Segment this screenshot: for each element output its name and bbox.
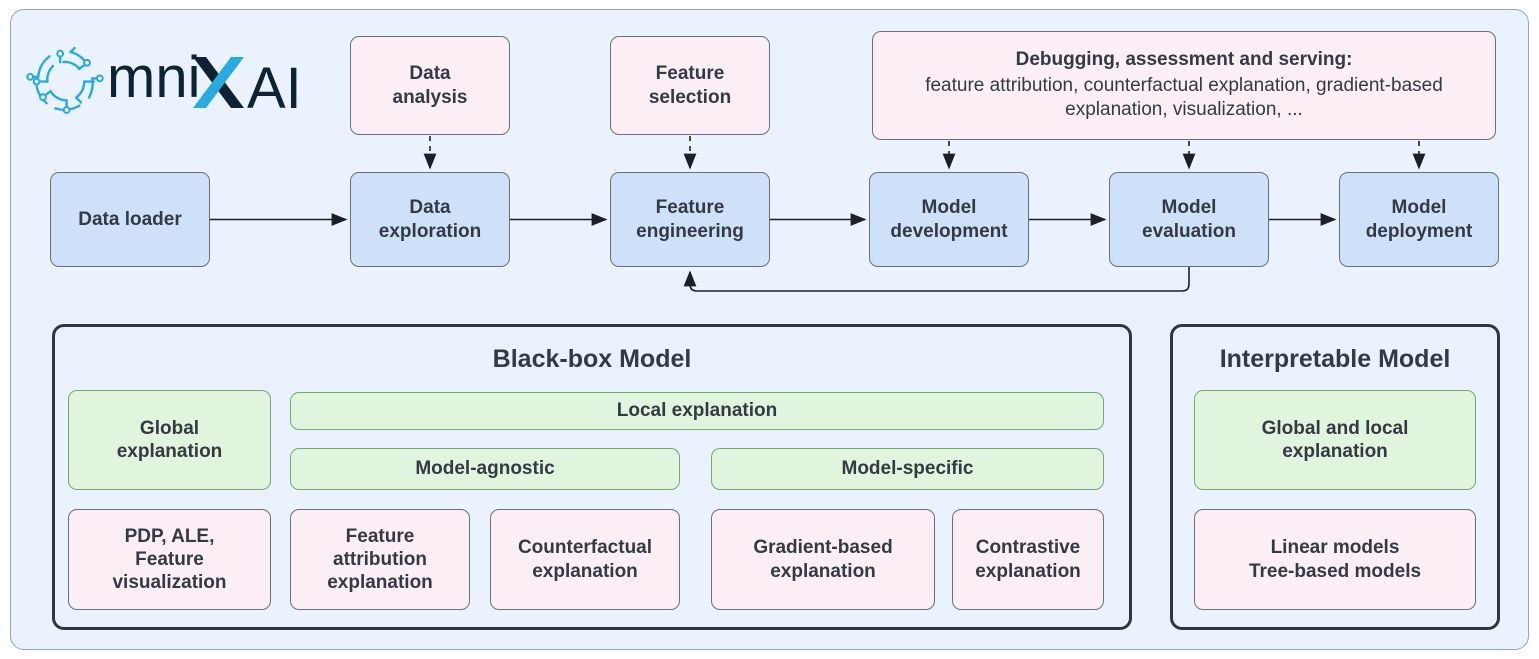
box-global-and-local-explanation-label: Global and local explanation: [1261, 417, 1409, 462]
logo-ai-text: AI: [247, 56, 302, 115]
box-global-explanation[interactable]: Global explanation: [68, 390, 271, 490]
box-counterfactual-explanation[interactable]: Counterfactual explanation: [490, 509, 680, 610]
box-contrastive-explanation[interactable]: Contrastive explanation: [952, 509, 1104, 610]
box-gradient-based-explanation[interactable]: Gradient-based explanation: [711, 509, 935, 610]
stage-data-exploration-label: Data exploration: [378, 197, 482, 242]
stage-data-loader-label: Data loader: [78, 208, 182, 230]
logo-x-glyph: [193, 57, 244, 108]
box-gradient-based-explanation-label: Gradient-based explanation: [753, 537, 893, 582]
box-interpretable-models-label: Linear models Tree-based models: [1248, 537, 1422, 582]
box-feature-attribution-explanation-label: Feature attribution explanation: [327, 525, 433, 594]
box-feature-selection[interactable]: Feature selection: [610, 36, 770, 135]
stage-model-deployment-label: Model deployment: [1365, 197, 1473, 242]
stage-model-development[interactable]: Model development: [869, 172, 1029, 267]
logo-mni-text: mni: [107, 45, 200, 110]
box-local-explanation-label: Local explanation: [616, 400, 778, 422]
box-model-agnostic[interactable]: Model-agnostic: [290, 448, 680, 490]
box-model-specific[interactable]: Model-specific: [711, 448, 1104, 490]
stage-model-development-label: Model development: [890, 197, 1008, 242]
panel-interpretable-title: Interpretable Model: [1219, 345, 1451, 373]
box-feature-attribution-explanation[interactable]: Feature attribution explanation: [290, 509, 470, 610]
box-pdp-ale-feature-visualization[interactable]: PDP, ALE, Feature visualization: [68, 509, 271, 610]
stage-feature-engineering-label: Feature engineering: [636, 197, 744, 242]
debugging-banner-body: feature attribution, counterfactual expl…: [925, 74, 1443, 120]
box-global-explanation-label: Global explanation: [116, 417, 223, 462]
box-model-agnostic-label: Model-agnostic: [415, 458, 555, 480]
box-global-and-local-explanation[interactable]: Global and local explanation: [1194, 390, 1476, 490]
stage-model-deployment[interactable]: Model deployment: [1339, 172, 1499, 267]
omnixai-circuit-o-icon: [26, 46, 104, 114]
stage-model-evaluation-label: Model evaluation: [1142, 197, 1236, 242]
box-counterfactual-explanation-label: Counterfactual explanation: [517, 537, 653, 582]
stage-data-loader[interactable]: Data loader: [50, 172, 210, 267]
box-interpretable-models[interactable]: Linear models Tree-based models: [1194, 509, 1476, 610]
box-feature-selection-label: Feature selection: [648, 63, 732, 108]
omnixai-logo: mni AI: [25, 38, 335, 122]
omnixai-wordmark: mni AI: [107, 45, 302, 115]
stage-feature-engineering[interactable]: Feature engineering: [610, 172, 770, 267]
stage-data-exploration[interactable]: Data exploration: [350, 172, 510, 267]
box-model-specific-label: Model-specific: [841, 458, 974, 480]
panel-black-box-title: Black-box Model: [492, 345, 692, 373]
box-contrastive-explanation-label: Contrastive explanation: [975, 537, 1081, 582]
box-data-analysis[interactable]: Data analysis: [350, 36, 510, 135]
box-local-explanation[interactable]: Local explanation: [290, 392, 1104, 430]
box-debugging-banner[interactable]: Debugging, assessment and serving: featu…: [872, 31, 1496, 140]
stage-model-evaluation[interactable]: Model evaluation: [1109, 172, 1269, 267]
box-pdp-ale-feature-visualization-label: PDP, ALE, Feature visualization: [112, 525, 227, 594]
debugging-banner-title: Debugging, assessment and serving:: [1015, 48, 1353, 70]
box-data-analysis-label: Data analysis: [392, 63, 468, 108]
